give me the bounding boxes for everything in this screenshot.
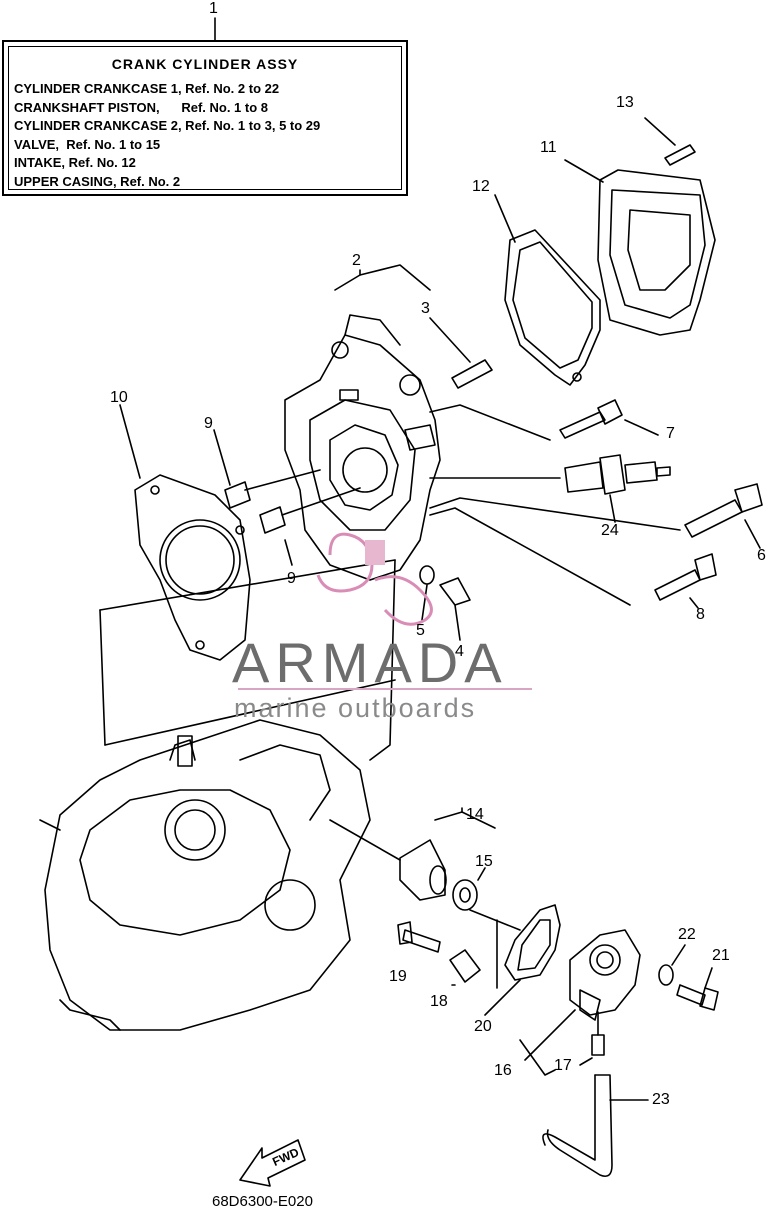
callout-3: 3 xyxy=(421,300,430,317)
callout-13: 13 xyxy=(616,94,634,111)
callout-9-upper: 9 xyxy=(204,415,213,432)
bolt-19 xyxy=(402,929,441,953)
valve-14 xyxy=(399,839,446,901)
assembly-line: CRANKSHAFT PISTON, Ref. No. 1 to 8 xyxy=(14,99,269,115)
callout-19: 19 xyxy=(389,968,407,985)
bolt-21 xyxy=(676,984,706,1006)
collar-18 xyxy=(449,949,481,983)
assembly-line: CYLINDER CRANKCASE 1, Ref. No. 2 to 22 xyxy=(14,81,280,96)
watermark-divider xyxy=(238,688,532,690)
diagram-code: 68D6300-E020 xyxy=(212,1193,313,1210)
washer-15 xyxy=(452,879,478,911)
callout-12: 12 xyxy=(472,178,490,195)
cylinder-head-2 xyxy=(284,334,441,581)
callout-22: 22 xyxy=(678,926,696,943)
intake-gasket-12 xyxy=(504,229,601,386)
assembly-box-inner-border xyxy=(8,46,402,190)
head-gasket-10 xyxy=(134,474,251,661)
cylinder-block xyxy=(44,719,371,1031)
callout-11: 11 xyxy=(540,139,557,156)
bolt-13 xyxy=(664,144,696,166)
callout-20: 20 xyxy=(474,1018,492,1035)
callout-23: 23 xyxy=(652,1091,670,1108)
callout-14: 14 xyxy=(466,806,484,823)
callout-7: 7 xyxy=(666,425,675,442)
assembly-line: VALVE, Ref. No. 1 to 15 xyxy=(14,136,161,152)
bolt-6 xyxy=(684,499,743,538)
washer-22 xyxy=(658,964,674,986)
callout-2: 2 xyxy=(352,252,361,269)
callout-21: 21 xyxy=(712,947,730,964)
callout-4: 4 xyxy=(455,643,464,660)
callout-5: 5 xyxy=(416,622,425,639)
watermark-brand: ARMADA xyxy=(232,631,508,694)
assembly-line: UPPER CASING, Ref. No. 2 xyxy=(14,173,181,189)
watermark-tagline: marine outboards xyxy=(234,693,477,723)
callout-9-lower: 9 xyxy=(287,570,296,587)
assembly-lines: CYLINDER CRANKCASE 1, Ref. No. 2 to 22 C… xyxy=(14,80,320,191)
callout-16: 16 xyxy=(494,1062,512,1079)
assembly-title: CRANK CYLINDER ASSY xyxy=(111,56,299,72)
callout-24: 24 xyxy=(601,522,619,539)
assembly-reference-box: CRANK CYLINDER ASSY CYLINDER CRANKCASE 1… xyxy=(2,40,408,196)
assembly-line: INTAKE, Ref. No. 12 xyxy=(14,155,136,170)
gasket-20 xyxy=(504,904,561,981)
callout-10: 10 xyxy=(110,389,128,406)
thermostat-cover-16 xyxy=(569,929,641,1016)
callout-8: 8 xyxy=(696,606,705,623)
callout-18: 18 xyxy=(430,993,448,1010)
bolt-7 xyxy=(559,411,606,439)
dowel-3 xyxy=(451,359,493,389)
callout-1: 1 xyxy=(209,0,218,17)
bolt-8 xyxy=(654,569,701,601)
spark-plug-24 xyxy=(564,461,604,493)
callout-6: 6 xyxy=(757,547,766,564)
callout-17: 17 xyxy=(554,1057,572,1074)
callout-15: 15 xyxy=(475,853,493,870)
assembly-line: CYLINDER CRANKCASE 2, Ref. No. 1 to 3, 5… xyxy=(14,118,321,133)
bolt-4 xyxy=(439,577,471,606)
washer-5 xyxy=(419,565,435,585)
forward-arrow xyxy=(239,1139,306,1187)
dowel-9-upper xyxy=(224,481,251,509)
hose-23 xyxy=(546,1074,613,1178)
watermark-logo-mark xyxy=(316,532,433,626)
pin-17 xyxy=(591,1034,605,1056)
dowel-9-lower xyxy=(259,506,286,534)
upper-cover-11 xyxy=(597,169,716,336)
